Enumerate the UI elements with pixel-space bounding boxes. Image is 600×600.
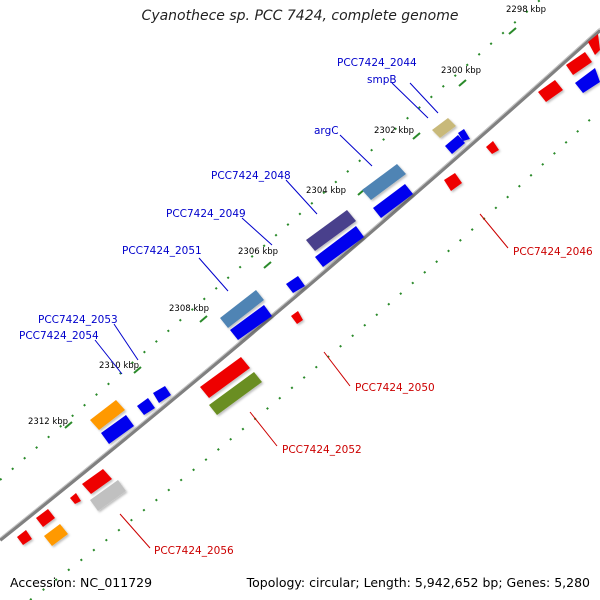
feature-2048[interactable] bbox=[306, 210, 356, 251]
feature-blue-f10[interactable] bbox=[575, 68, 600, 93]
feature-blue-f3[interactable] bbox=[373, 184, 413, 218]
gene-label[interactable]: PCC7424_2051 bbox=[122, 245, 202, 257]
feature-red-f6[interactable] bbox=[566, 52, 592, 75]
map-title: Cyanothece sp. PCC 7424, complete genome bbox=[141, 8, 459, 24]
genome-backbone bbox=[0, 28, 600, 542]
gene-label[interactable]: PCC7424_2050 bbox=[355, 382, 435, 394]
feature-2051[interactable] bbox=[220, 290, 264, 328]
feature-orange-1[interactable] bbox=[90, 400, 125, 430]
feature-2046[interactable] bbox=[444, 173, 462, 191]
tick-label: 2300 kbp bbox=[441, 66, 481, 76]
gene-label[interactable]: PCC7424_2044 bbox=[337, 57, 417, 69]
gene-label[interactable]: PCC7424_2048 bbox=[211, 170, 291, 182]
feature-blue-f2[interactable] bbox=[458, 129, 470, 141]
topology-text: Topology: circular; Length: 5,942,652 bp… bbox=[246, 575, 590, 590]
reverse-features bbox=[44, 141, 499, 546]
tick-label: 2310 kbp bbox=[99, 361, 139, 371]
feature-red-r1[interactable] bbox=[486, 141, 499, 154]
tick-label: 2312 kbp bbox=[28, 417, 68, 427]
gene-label[interactable]: argC bbox=[314, 125, 339, 137]
tick-labels: 2298 kbp 2300 kbp 2302 kbp 2304 kbp 2306… bbox=[28, 5, 546, 427]
tick-label: 2308 kbp bbox=[169, 304, 209, 314]
feature-blue-f4[interactable] bbox=[315, 226, 364, 267]
gene-label[interactable]: PCC7424_2049 bbox=[166, 208, 246, 220]
gene-label[interactable]: PCC7424_2053 bbox=[38, 314, 118, 326]
forward-features bbox=[17, 34, 600, 545]
feature-red-f5[interactable] bbox=[538, 80, 563, 102]
gene-label[interactable]: smpB bbox=[367, 74, 397, 86]
accession-text: Accession: NC_011729 bbox=[10, 575, 153, 590]
feature-blue-f5[interactable] bbox=[286, 276, 305, 293]
tick-marks bbox=[64, 27, 517, 429]
feature-blue-f6[interactable] bbox=[230, 305, 272, 340]
tick-label: 2306 kbp bbox=[238, 247, 278, 257]
feature-red-f4[interactable] bbox=[17, 530, 32, 545]
tick-label: 2302 kbp bbox=[374, 126, 414, 136]
tick-label: 2304 kbp bbox=[306, 186, 346, 196]
feature-orange-2[interactable] bbox=[44, 524, 68, 546]
feature-red-f3[interactable] bbox=[36, 509, 55, 527]
feature-red-f7[interactable] bbox=[588, 34, 600, 55]
gene-label[interactable]: PCC7424_2054 bbox=[19, 330, 99, 342]
tick-label: 2298 kbp bbox=[506, 5, 546, 15]
reverse-gene-labels: PCC7424_2046 PCC7424_2050 PCC7424_2052 P… bbox=[154, 246, 593, 557]
feature-red-f1[interactable] bbox=[200, 357, 250, 398]
feature-blue-f7[interactable] bbox=[153, 386, 171, 403]
feature-blue-f9[interactable] bbox=[101, 415, 134, 444]
feature-2056[interactable] bbox=[90, 480, 126, 511]
gene-label[interactable]: PCC7424_2052 bbox=[282, 444, 362, 456]
feature-argC[interactable] bbox=[362, 164, 406, 200]
feature-red-f2[interactable] bbox=[82, 469, 112, 494]
feature-2050[interactable] bbox=[291, 311, 303, 324]
leader-lines bbox=[94, 82, 509, 549]
feature-2052[interactable] bbox=[209, 372, 262, 415]
feature-red-r2[interactable] bbox=[70, 493, 81, 504]
gene-label[interactable]: PCC7424_2056 bbox=[154, 545, 234, 557]
feature-blue-f8[interactable] bbox=[137, 398, 155, 415]
forward-gene-labels: PCC7424_2044 smpB argC PCC7424_2048 PCC7… bbox=[19, 57, 417, 342]
feature-blue-f1[interactable] bbox=[445, 135, 465, 154]
feature-smpB[interactable] bbox=[432, 118, 456, 138]
gene-label[interactable]: PCC7424_2046 bbox=[513, 246, 593, 258]
